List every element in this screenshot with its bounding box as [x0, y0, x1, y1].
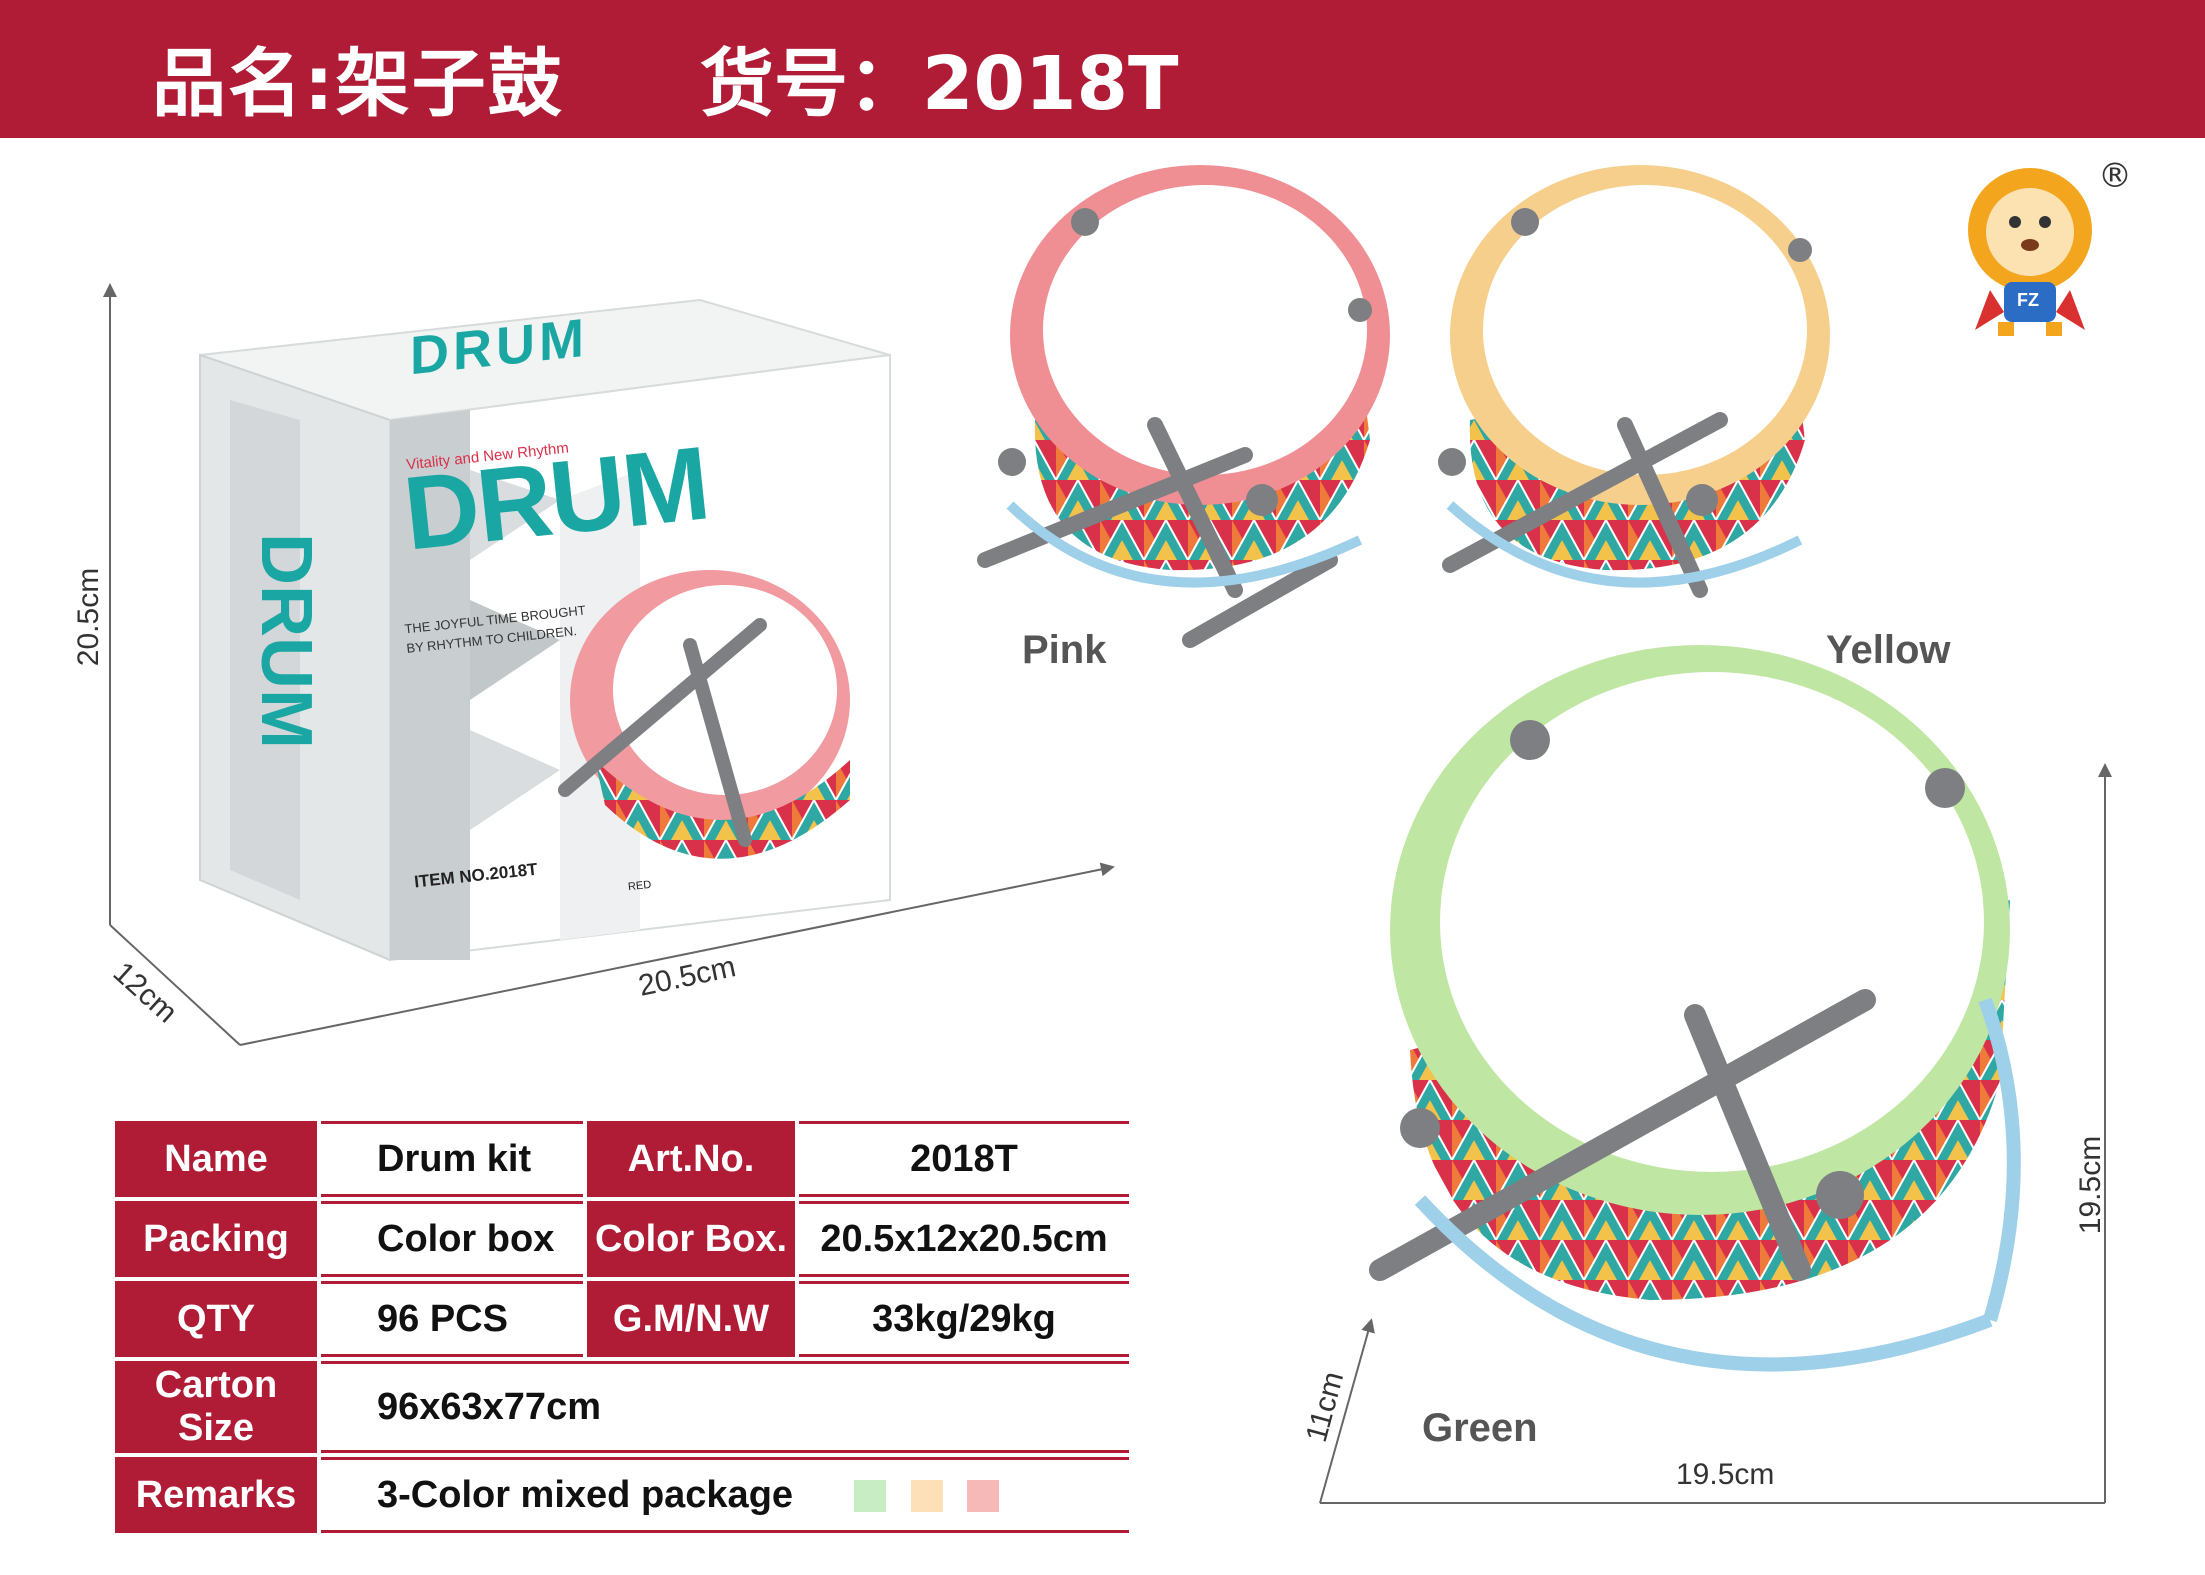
table-row: QTY 96 PCS G.M/N.W 33kg/29kg: [115, 1281, 1129, 1357]
product-dimension-lines: [1319, 763, 2112, 1504]
table-row: Carton Size 96x63x77cm: [115, 1361, 1129, 1453]
color-box: [199, 298, 891, 962]
colorbox-value: 20.5x12x20.5cm: [799, 1201, 1129, 1277]
variant-label-green: Green: [1422, 1406, 1538, 1450]
carton-value: 96x63x77cm: [321, 1361, 1129, 1453]
drum-green: [1369, 645, 2021, 1372]
logo-badge-text: FZ: [2017, 290, 2039, 310]
packing-value: Color box: [321, 1201, 583, 1277]
product-height-label: 19.5cm: [2074, 1135, 2108, 1235]
qty-value: 96 PCS: [321, 1281, 583, 1357]
variant-label-yellow: Yellow: [1826, 628, 1951, 672]
name-value: Drum kit: [321, 1121, 583, 1197]
remarks-label: Remarks: [115, 1457, 317, 1533]
remarks-cell: 3-Color mixed package: [321, 1457, 1129, 1533]
registered-mark: ®: [2098, 156, 2132, 196]
box-color-tag: RED: [627, 878, 652, 894]
lion-mascot-logo: [1968, 168, 2092, 336]
item-number-title: 货号：2018T: [700, 41, 1179, 127]
swatch-pink: [967, 1480, 1000, 1513]
box-dimension-lines: [103, 283, 1115, 1046]
drum-yellow: [1438, 165, 1830, 598]
gmnw-value: 33kg/29kg: [799, 1281, 1129, 1357]
swatch-green: [854, 1480, 887, 1513]
remarks-value: 3-Color mixed package: [377, 1473, 794, 1516]
spec-table: Name Drum kit Art.No. 2018T Packing Colo…: [111, 1117, 1133, 1537]
table-row: Remarks 3-Color mixed package: [115, 1457, 1129, 1533]
colorbox-label: Color Box.: [587, 1201, 795, 1277]
packing-label: Packing: [115, 1201, 317, 1277]
artno-label: Art.No.: [587, 1121, 795, 1197]
qty-label: QTY: [115, 1281, 317, 1357]
gmnw-label: G.M/N.W: [587, 1281, 795, 1357]
variant-label-pink: Pink: [1022, 628, 1107, 672]
box-height-label: 20.5cm: [72, 567, 106, 667]
table-row: Name Drum kit Art.No. 2018T: [115, 1121, 1129, 1197]
header-banner: 品名:架子鼓 货号：2018T: [0, 0, 2205, 138]
box-brand-word-side: DRUM: [245, 533, 326, 749]
carton-label: Carton Size: [115, 1361, 317, 1453]
name-label: Name: [115, 1121, 317, 1197]
drum-pink: [977, 165, 1390, 648]
swatch-yellow: [910, 1480, 943, 1513]
table-row: Packing Color box Color Box. 20.5x12x20.…: [115, 1201, 1129, 1277]
artno-value: 2018T: [799, 1121, 1129, 1197]
product-width-label: 19.5cm: [1676, 1458, 1775, 1491]
product-name-title: 品名:架子鼓: [152, 41, 564, 127]
